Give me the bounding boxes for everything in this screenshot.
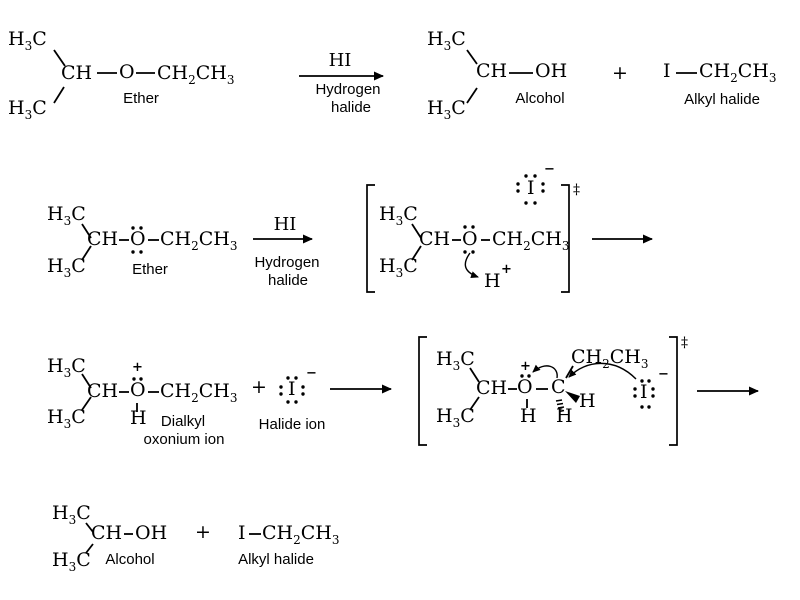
r1-plus-sign: + bbox=[612, 62, 628, 84]
r2-ts-double-dagger: ‡ bbox=[573, 182, 580, 198]
r3-oxonium-charge: + bbox=[132, 360, 143, 375]
lone-pairs bbox=[131, 174, 655, 409]
r2-arrow-reagent: HI bbox=[273, 214, 297, 235]
r3-ts-carbon-h-bottom: H bbox=[556, 405, 573, 427]
r2-ether-methine: CH bbox=[87, 228, 119, 250]
r1-ether-methyl-bottom: H3C bbox=[8, 97, 47, 122]
r2-ts-proton: H bbox=[484, 270, 501, 292]
r1-ether-label: Ether bbox=[123, 90, 159, 107]
r3-ts-double-dagger: ‡ bbox=[681, 335, 688, 351]
bracket-right bbox=[669, 336, 678, 446]
r2-ts-iodide-charge: − bbox=[544, 162, 555, 177]
r3-oxonium-methyl-bottom: H3C bbox=[47, 406, 86, 431]
r3-ts-oxygen-h: H bbox=[520, 405, 537, 427]
r3-oxonium-methyl-top: H3C bbox=[47, 355, 86, 380]
r3-ts-ethyl: CH2CH3 bbox=[571, 346, 649, 371]
r2-ts-methyl-bottom: H3C bbox=[379, 255, 418, 280]
r1-alcohol-hydroxyl: OH bbox=[535, 60, 568, 82]
bracket-right bbox=[561, 184, 570, 293]
r2-ts-methyl-top: H3C bbox=[379, 203, 418, 228]
r1-ether-methyl-top: H3C bbox=[8, 28, 47, 53]
r4-alcohol-methyl-bottom: H3C bbox=[52, 549, 91, 574]
r1-alcohol-methine: CH bbox=[476, 60, 508, 82]
r2-ts-oxygen: O bbox=[462, 228, 478, 250]
r3-ts-iodide-charge: − bbox=[658, 367, 669, 382]
r3-ts-methyl-top: H3C bbox=[436, 348, 475, 373]
r1-halide-label: Alkyl halide bbox=[684, 91, 760, 108]
r4-halide-ethyl: CH2CH3 bbox=[262, 522, 340, 547]
bracket-left bbox=[366, 184, 375, 293]
r3-halide-iodide: I bbox=[288, 378, 296, 400]
curved-electron-arrow bbox=[464, 252, 479, 278]
r3-halide-label: Halide ion bbox=[258, 416, 326, 433]
r2-ts-ethyl: CH2CH3 bbox=[492, 228, 570, 253]
r4-alcohol-methine: CH bbox=[91, 522, 123, 544]
r1-halide-iodine: I bbox=[663, 60, 671, 82]
r4-halide-iodine: I bbox=[238, 522, 246, 544]
hash-bond bbox=[555, 399, 565, 413]
bonds bbox=[53, 49, 697, 554]
wedge-bond bbox=[565, 391, 580, 403]
r3-oxonium-methine: CH bbox=[87, 380, 119, 402]
r1-arrow-caption: Hydrogen bbox=[315, 81, 381, 98]
r3-oxonium-ethyl: CH2CH3 bbox=[160, 380, 238, 405]
r2-ether-oxygen: O bbox=[130, 228, 146, 250]
r1-ether-ethyl: CH2CH3 bbox=[157, 62, 235, 87]
r1-arrow-reagent: HI bbox=[328, 50, 352, 71]
r3-oxonium-hydrogen: H bbox=[130, 407, 147, 429]
r1-alcohol-label: Alcohol bbox=[515, 90, 565, 107]
r1-alcohol-methyl-top: H3C bbox=[427, 28, 466, 53]
r2-ts-methine: CH bbox=[419, 228, 451, 250]
r3-ts-iodide: I bbox=[640, 381, 648, 403]
r1-halide-ethyl: CH2CH3 bbox=[699, 60, 777, 85]
brackets bbox=[366, 184, 678, 446]
r4-plus-sign: + bbox=[195, 521, 211, 543]
r2-ether-label: Ether bbox=[132, 261, 168, 278]
r2-arrow-caption: Hydrogen bbox=[254, 254, 320, 271]
curved-electron-arrow bbox=[532, 364, 558, 379]
r2-arrow-caption: halide bbox=[267, 272, 309, 289]
r2-ether-ethyl: CH2CH3 bbox=[160, 228, 238, 253]
r2-ts-proton-charge: + bbox=[501, 262, 512, 277]
r3-oxonium-oxygen: O bbox=[130, 379, 146, 401]
r3-oxonium-label: oxonium ion bbox=[143, 431, 225, 448]
r2-ether-methyl-top: H3C bbox=[47, 203, 86, 228]
r3-plus-sign: + bbox=[251, 376, 267, 398]
r3-ts-carbon-h-right: H bbox=[579, 390, 596, 412]
r1-arrow-caption: halide bbox=[330, 99, 372, 116]
r3-ts-methine: CH bbox=[476, 377, 508, 399]
r2-ether-methyl-bottom: H3C bbox=[47, 255, 86, 280]
r1-ether-methine: CH bbox=[61, 62, 93, 84]
r1-alcohol-methyl-bottom: H3C bbox=[427, 97, 466, 122]
bracket-left bbox=[418, 336, 427, 446]
r3-halide-charge: − bbox=[306, 366, 317, 381]
r4-alcohol-hydroxyl: OH bbox=[135, 522, 168, 544]
reaction-arrows bbox=[253, 71, 759, 396]
r4-halide-label: Alkyl halide bbox=[238, 551, 314, 568]
r3-ts-methyl-bottom: H3C bbox=[436, 405, 475, 430]
electron-arrows bbox=[464, 252, 637, 380]
curved-electron-arrow bbox=[568, 362, 637, 380]
r4-alcohol-label: Alcohol bbox=[105, 551, 155, 568]
r3-ts-carbon: C bbox=[551, 376, 566, 398]
r4-alcohol-methyl-top: H3C bbox=[52, 502, 91, 527]
r1-ether-oxygen: O bbox=[119, 61, 135, 83]
r3-ts-oxygen-charge: + bbox=[520, 359, 531, 374]
r2-ts-iodide: I bbox=[527, 177, 535, 199]
r3-ts-oxygen: O bbox=[517, 376, 533, 398]
r3-oxonium-label: Dialkyl bbox=[160, 413, 206, 430]
